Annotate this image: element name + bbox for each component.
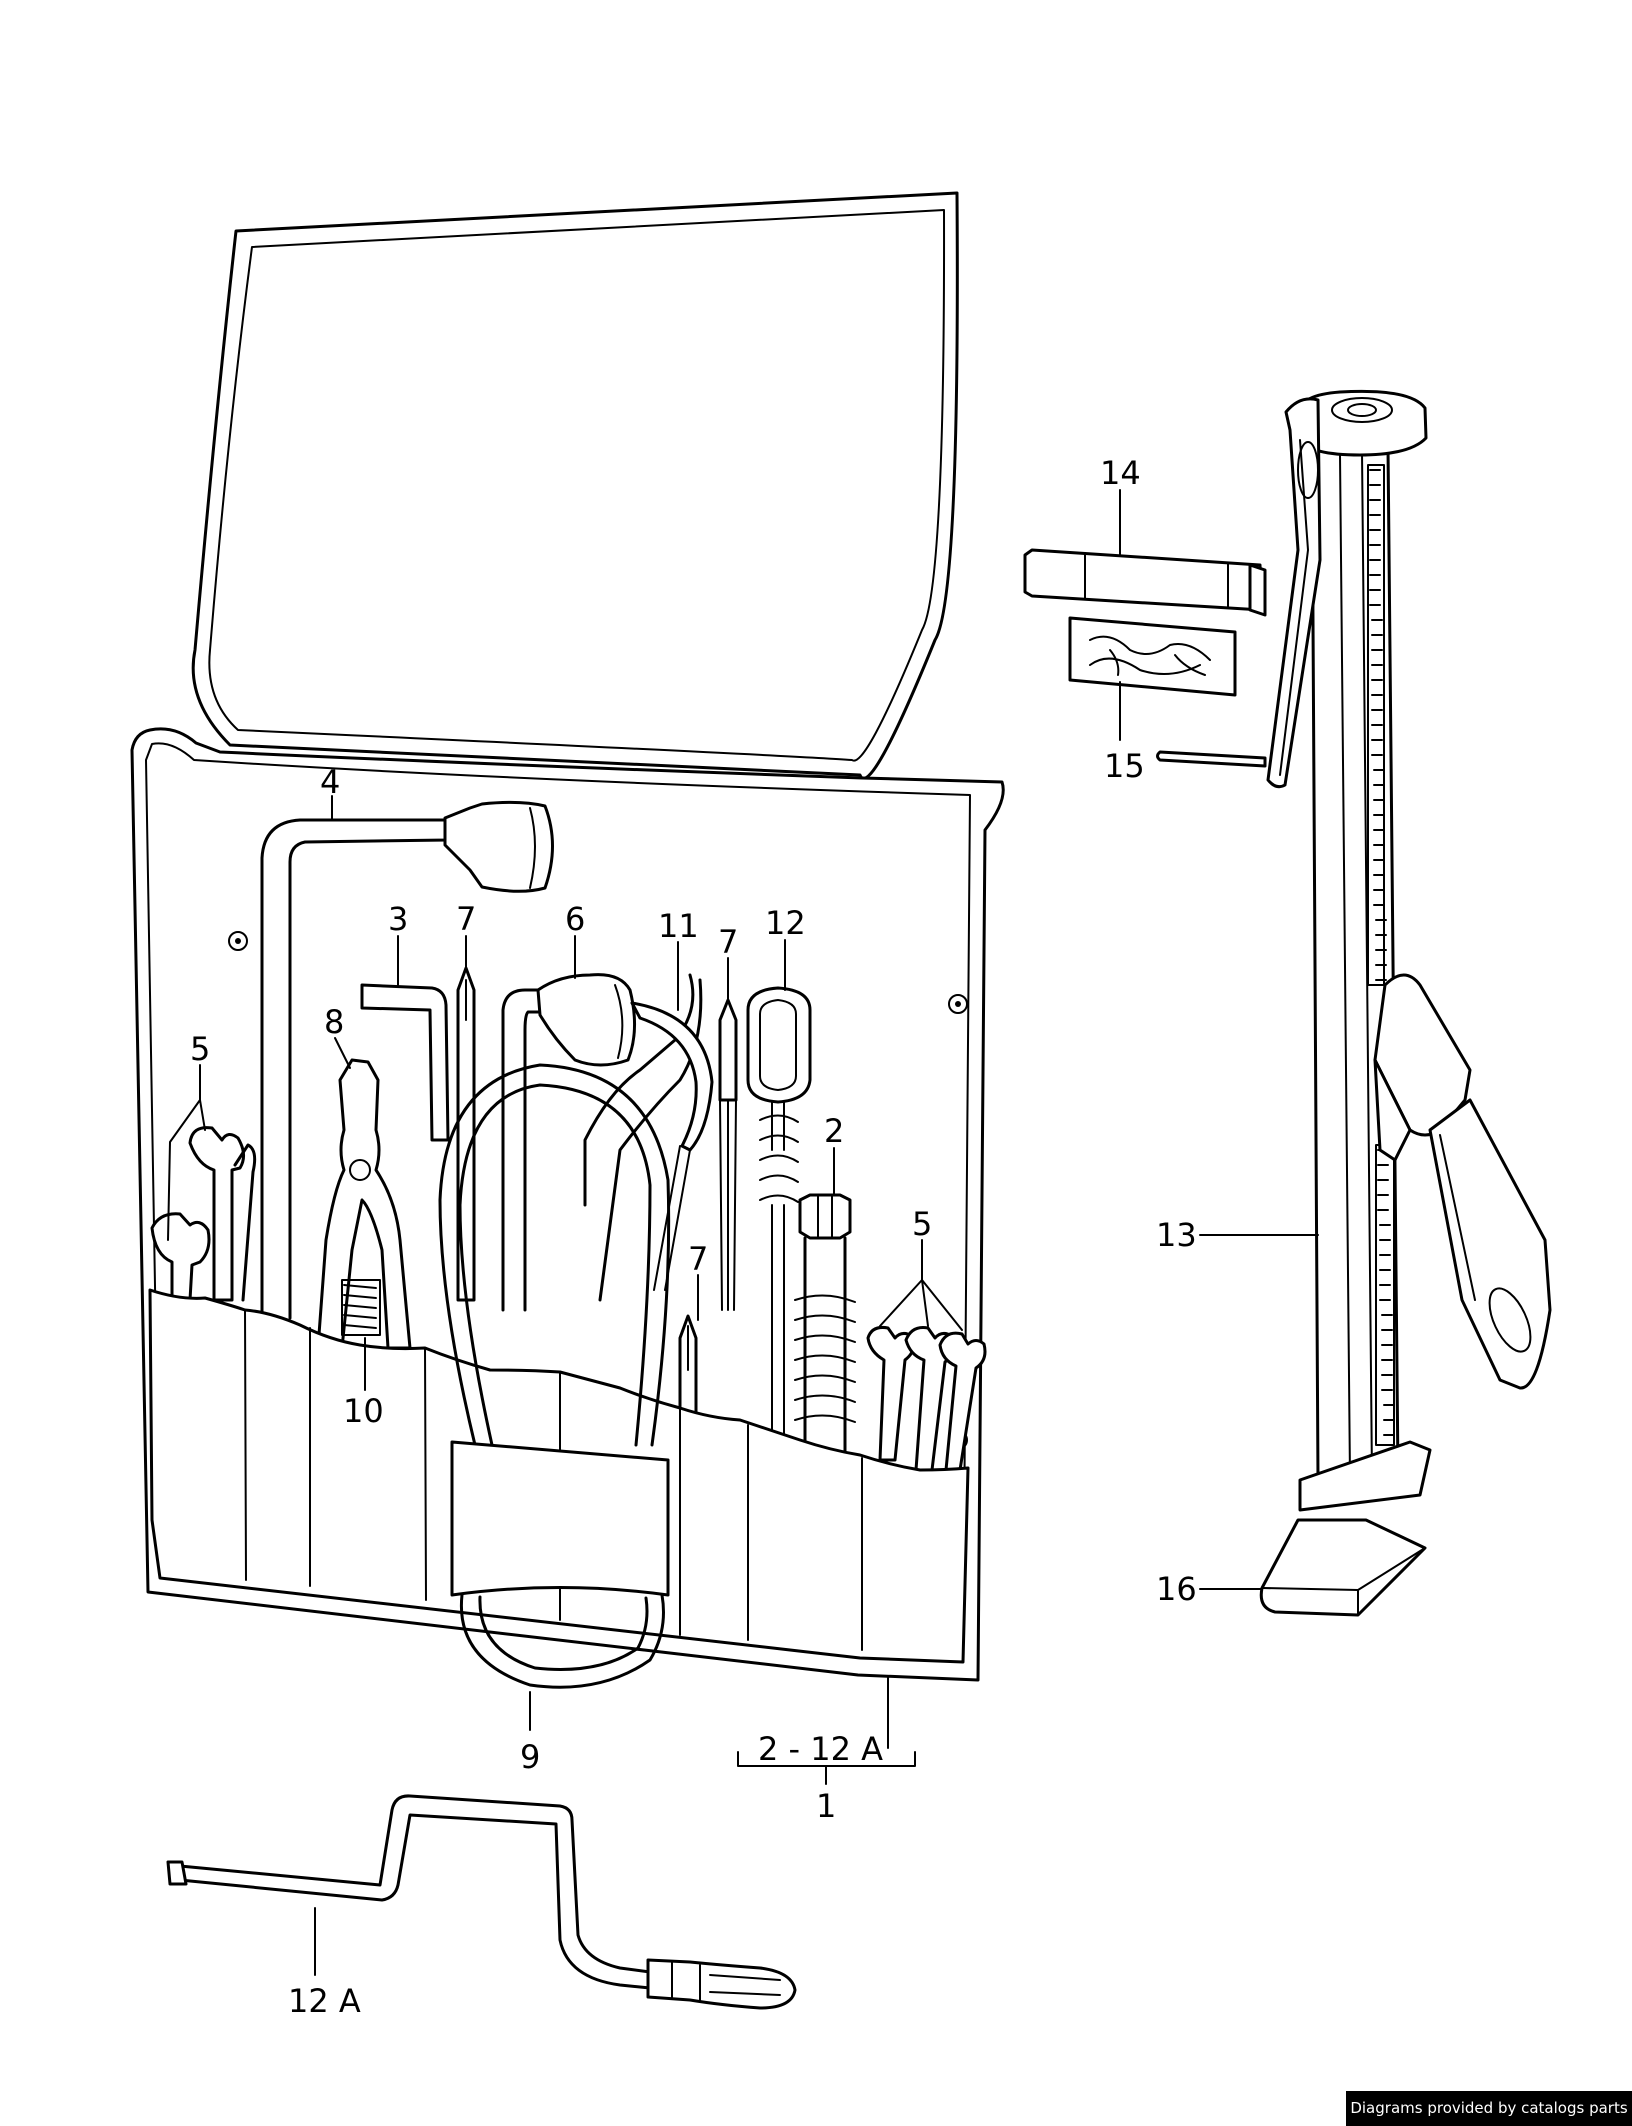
open-end-wrench-left-b — [150, 1212, 211, 1302]
wheel-chock — [1259, 1518, 1427, 1617]
callout-range: 2 - 12 A — [758, 1730, 883, 1768]
callout-8: 8 — [324, 1003, 344, 1041]
leader-lines — [167, 489, 1319, 1976]
tow-strap-bottom — [459, 1593, 665, 1689]
socket-wrench-long-socket — [443, 800, 554, 893]
callout-15: 15 — [1104, 747, 1145, 785]
eye-bolt-spring — [759, 1101, 799, 1203]
callout-16: 16 — [1156, 1570, 1197, 1608]
eyelet — [948, 994, 968, 1014]
callout-13: 13 — [1156, 1216, 1197, 1254]
open-end-wrench-right-c — [938, 1331, 987, 1472]
pliers — [316, 1058, 412, 1350]
eyelet — [228, 931, 248, 951]
callout-9: 9 — [520, 1738, 540, 1776]
jack-rack — [1369, 469, 1395, 1436]
callout-11: 11 — [658, 907, 699, 945]
hex-key — [360, 983, 450, 1142]
car-jack — [1266, 389, 1552, 1512]
storage-box — [1023, 548, 1267, 617]
callout-14: 14 — [1100, 454, 1141, 492]
crank-handle-rod — [178, 1794, 652, 1974]
eyelet — [955, 1001, 961, 1007]
tow-strap-loop — [438, 1063, 671, 1447]
socket-wrench-short-socket — [536, 973, 637, 1067]
callout-2: 2 — [824, 1112, 844, 1150]
tow-strap-band — [450, 1440, 670, 1597]
tool-roll-panel-inner — [145, 742, 971, 1663]
eye-bolt — [746, 986, 812, 1104]
callout-3: 3 — [388, 900, 408, 938]
callout-6: 6 — [565, 900, 585, 938]
nut-shaft — [803, 1236, 847, 1462]
crank-handle-tip — [166, 1860, 188, 1886]
foam-insert — [1068, 616, 1237, 697]
tools-in-roll — [150, 800, 987, 1472]
tow-strap — [438, 1063, 671, 1689]
callout-5-right: 5 — [912, 1205, 932, 1243]
credit-banner: Diagrams provided by catalogs parts — [1346, 2091, 1632, 2126]
callout-7-c: 7 — [688, 1240, 708, 1278]
tool-roll-flap-inner — [208, 209, 946, 762]
crank-handle-grip — [646, 1958, 797, 2010]
callout-1: 1 — [816, 1787, 836, 1825]
jack-lever — [1266, 397, 1322, 789]
callout-12: 12 — [765, 904, 806, 942]
callout-12A: 12 A — [288, 1982, 361, 2020]
callout-4: 4 — [320, 763, 340, 801]
callout-labels: 4 3 7 6 11 7 12 8 5 2 5 7 10 9 2 - 12 A … — [190, 454, 1197, 2020]
pliers-grip — [343, 1284, 377, 1329]
eyelet — [235, 938, 241, 944]
locating-pin — [1156, 750, 1267, 768]
nut-spring — [794, 1294, 856, 1423]
jack-handle-sleeve — [1373, 1058, 1412, 1162]
screwdriver-blade-a — [456, 966, 476, 1302]
jack-top-cap — [1298, 389, 1428, 457]
tool-roll-flap — [191, 191, 959, 780]
callout-5-left: 5 — [190, 1030, 210, 1068]
hex-nut — [798, 1193, 852, 1240]
jack-handle-arm — [1428, 1098, 1552, 1390]
crank-handle — [166, 1794, 797, 2010]
callout-7-b: 7 — [718, 923, 738, 961]
callout-10: 10 — [343, 1392, 384, 1430]
callout-7-a: 7 — [456, 900, 476, 938]
screwdriver-blade-b — [718, 998, 738, 1102]
